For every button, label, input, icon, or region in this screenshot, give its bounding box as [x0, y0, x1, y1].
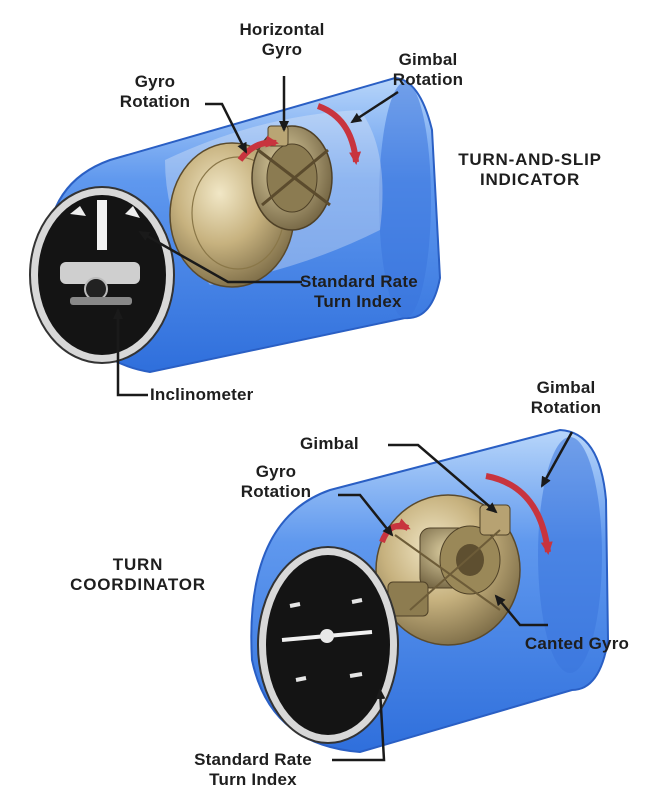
label-bottom-gyro-rotation: Gyro Rotation [216, 462, 336, 502]
label-top-gyro-rotation-line1: Gyro [100, 72, 210, 92]
label-top-gyro-rotation: Gyro Rotation [100, 72, 210, 112]
label-horizontal-gyro: Horizontal Gyro [222, 20, 342, 60]
label-top-standard-rate: Standard Rate Turn Index [300, 272, 450, 312]
label-gimbal: Gimbal [300, 434, 390, 454]
label-top-gimbal-rotation-line2: Rotation [368, 70, 488, 90]
label-inclinometer: Inclinometer [150, 385, 300, 405]
label-gimbal-text: Gimbal [300, 434, 390, 454]
label-top-standard-rate-line2: Turn Index [300, 292, 450, 312]
title-turn-and-slip-line1: TURN-AND-SLIP [440, 150, 620, 170]
top-dial [30, 187, 174, 363]
label-horizontal-gyro-line1: Horizontal [222, 20, 342, 40]
label-top-gimbal-rotation: Gimbal Rotation [368, 50, 488, 90]
bottom-canted-gyro [376, 495, 520, 645]
bottom-dial [258, 547, 398, 743]
label-inclinometer-text: Inclinometer [150, 385, 300, 405]
label-bottom-standard-rate-line2: Turn Index [178, 770, 328, 790]
label-bottom-gyro-rotation-line1: Gyro [216, 462, 336, 482]
label-bottom-gimbal-rotation-line2: Rotation [506, 398, 626, 418]
label-bottom-gyro-rotation-line2: Rotation [216, 482, 336, 502]
label-canted-gyro: Canted Gyro [512, 634, 642, 654]
title-turn-and-slip: TURN-AND-SLIP INDICATOR [440, 150, 620, 190]
title-turn-coordinator-line2: COORDINATOR [48, 575, 228, 595]
label-bottom-standard-rate: Standard Rate Turn Index [178, 750, 328, 790]
label-bottom-standard-rate-line1: Standard Rate [178, 750, 328, 770]
title-turn-coordinator: TURN COORDINATOR [48, 555, 228, 595]
title-turn-and-slip-line2: INDICATOR [440, 170, 620, 190]
title-turn-coordinator-line1: TURN [48, 555, 228, 575]
label-top-gimbal-rotation-line1: Gimbal [368, 50, 488, 70]
label-bottom-gimbal-rotation-line1: Gimbal [506, 378, 626, 398]
label-canted-gyro-text: Canted Gyro [512, 634, 642, 654]
label-top-gyro-rotation-line2: Rotation [100, 92, 210, 112]
label-bottom-gimbal-rotation: Gimbal Rotation [506, 378, 626, 418]
label-horizontal-gyro-line2: Gyro [222, 40, 342, 60]
turn-and-slip-indicator [30, 76, 440, 395]
label-top-standard-rate-line1: Standard Rate [300, 272, 450, 292]
